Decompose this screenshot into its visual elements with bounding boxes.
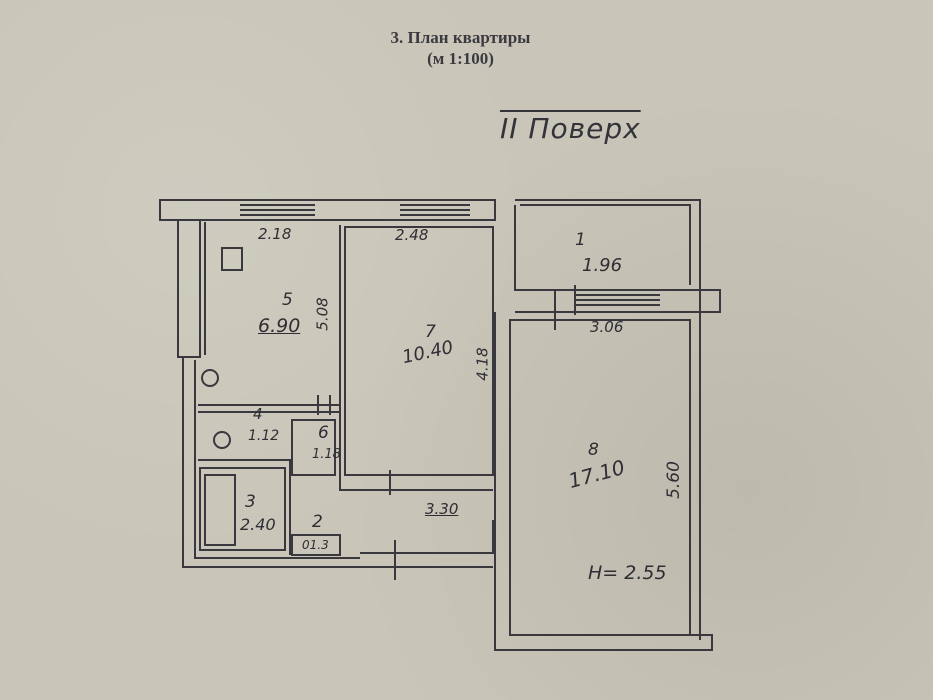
room1-area: 1.96	[582, 255, 623, 276]
corridor-bottom	[360, 520, 494, 554]
left-lower-wall	[182, 357, 493, 568]
room6-area: 1.18	[312, 447, 341, 462]
bath-room-outline	[199, 467, 286, 551]
dim-room7-width: 2.48	[395, 226, 429, 244]
left-upper-wall	[177, 220, 201, 358]
ceiling-height: H= 2.55	[588, 562, 667, 584]
plan-title: 3. План квартиры	[390, 28, 531, 47]
right-outer-wall	[515, 199, 701, 640]
room3-area: 2.40	[240, 515, 276, 534]
dim-room5-width: 2.18	[258, 225, 292, 243]
room6-outline	[291, 419, 336, 476]
dim-room8-width: 3.06	[590, 318, 624, 336]
top-wall	[159, 199, 496, 221]
room2-area: 01.3	[302, 538, 329, 552]
room6-number: 6	[318, 423, 329, 443]
room2-outline	[291, 534, 341, 556]
sink-icon	[201, 369, 219, 387]
dim-room5-length: 5.08	[313, 297, 332, 331]
window-3	[575, 294, 660, 306]
room4-number: 4	[253, 405, 263, 423]
door-ticks	[317, 285, 576, 580]
room8-number: 8	[588, 440, 599, 460]
balcony-rail	[520, 204, 691, 285]
room7-outline	[344, 226, 494, 476]
room3-number: 3	[245, 492, 256, 512]
room2-number: 2	[312, 512, 323, 532]
bathtub	[204, 474, 236, 546]
dim-room7-length: 4.18	[473, 347, 492, 381]
floor-note: II Поверх	[500, 112, 641, 145]
room1-number: 1	[575, 230, 586, 250]
room7-number: 7	[425, 322, 436, 342]
room5-wall	[204, 222, 341, 478]
room5-number: 5	[282, 290, 293, 310]
window-1	[240, 204, 315, 216]
dim-room8-length: 5.60	[663, 461, 684, 499]
toilet-icon	[213, 431, 231, 449]
wc-wall-top	[198, 404, 341, 413]
room8-outline	[494, 312, 713, 651]
balcony-wall	[514, 205, 721, 313]
wc-wall	[198, 459, 291, 555]
dim-corridor-length: 3.30	[425, 500, 459, 518]
corridor-top	[339, 478, 493, 491]
room4-area: 1.12	[248, 428, 280, 444]
plan-scale: (м 1:100)	[427, 49, 494, 68]
stove-icon	[221, 247, 243, 271]
left-inner-wall	[194, 360, 360, 559]
window-2	[400, 204, 470, 216]
room5-area: 6.90	[258, 315, 301, 337]
